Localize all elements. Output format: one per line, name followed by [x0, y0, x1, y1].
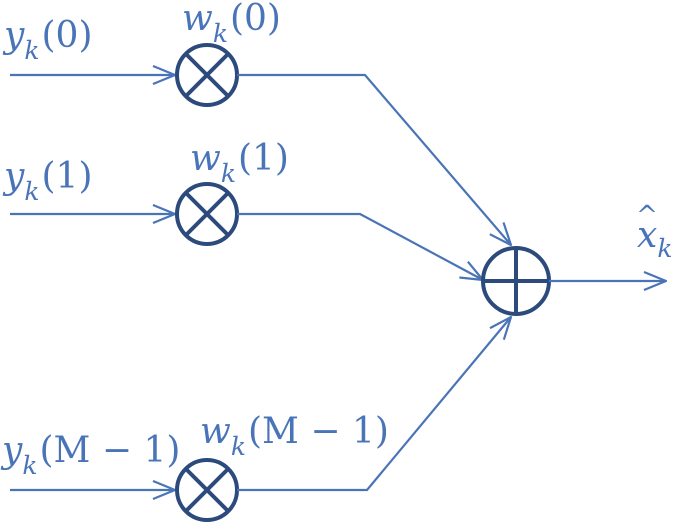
- branch-1: yk(1) wk(1): [2, 138, 483, 280]
- weight-label-1: wk(1): [190, 138, 289, 188]
- input-label-1: yk(1): [2, 156, 93, 206]
- multiplier-1-circled-times-icon: [175, 182, 239, 246]
- output-hat: ^: [636, 201, 658, 231]
- weighted-arrow-m-minus-1: [237, 317, 511, 492]
- weighted-arrow-0: [237, 73, 511, 245]
- branch-m-minus-1: yk(M − 1) wk(M − 1): [0, 317, 511, 522]
- weight-label-0: wk(0): [182, 0, 281, 48]
- input-label-0: yk(0): [2, 15, 93, 65]
- multiplier-m-minus-1-circled-times-icon: [175, 458, 239, 522]
- weight-label-m-minus-1: wk(M − 1): [200, 411, 389, 461]
- adder-circled-plus-icon: [481, 246, 551, 316]
- multiplier-0-circled-times-icon: [175, 43, 239, 107]
- branch-0: yk(0) wk(0): [2, 0, 511, 245]
- input-label-m-minus-1: yk(M − 1): [0, 430, 180, 480]
- output-label: ^ xk: [636, 201, 672, 263]
- weighted-arrow-1: [237, 212, 483, 280]
- output-symbol: xk: [637, 215, 672, 263]
